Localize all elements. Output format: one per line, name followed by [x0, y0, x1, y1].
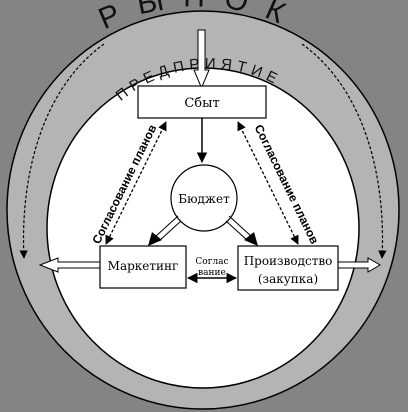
left-ring-flow-arrow	[19, 43, 105, 259]
production-label-line1: Производство	[244, 254, 333, 268]
marketing-label: Маркетинг	[108, 259, 179, 273]
bottom-coordination-label-line2: вание	[198, 268, 226, 278]
marketing-outgoing-arrow	[38, 257, 101, 273]
sales-label: Сбыт	[184, 96, 219, 111]
budget-node: Бюджет	[170, 164, 238, 232]
marketing-node: Маркетинг	[99, 245, 187, 289]
bottom-coordination-label-line1: Соглас	[195, 257, 228, 267]
market-to-sales-arrow	[193, 29, 210, 90]
production-label-line2: (закупка)	[258, 272, 318, 286]
production-outgoing-arrow	[337, 257, 381, 273]
sales-node: Сбыт	[137, 85, 267, 119]
left-coordination-arrow	[105, 121, 167, 245]
right-ring-flow-arrow	[301, 43, 387, 259]
production-node: Производство (закупка)	[237, 245, 339, 291]
budget-label: Бюджет	[178, 192, 230, 206]
right-coordination-arrow	[237, 121, 299, 245]
